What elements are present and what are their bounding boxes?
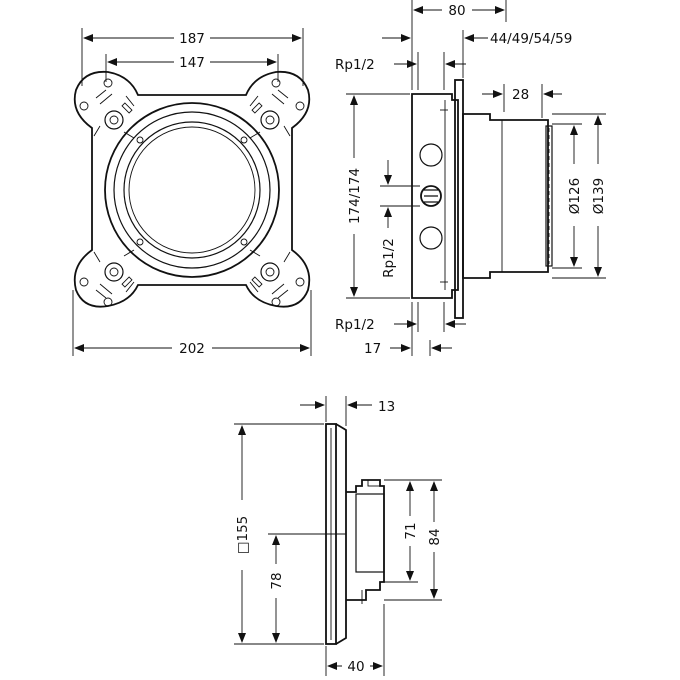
cylinder: [462, 113, 549, 279]
ring-lug: [136, 136, 144, 144]
dim-label-155: □155: [235, 516, 251, 555]
port-center: [420, 185, 442, 207]
trim-side-view: 13 □155 78 71 84 40: [234, 396, 443, 676]
dim-label-202: 202: [179, 341, 205, 357]
dim-label-28: 28: [512, 87, 529, 103]
ring-lug: [240, 238, 248, 246]
dim-label-147: 147: [179, 55, 205, 71]
top-view-mounting-plate: 187 147 202: [72, 28, 312, 357]
side-view-installation-box: 80 44/49/54/59 Rp1/2 28 174/174 Rp1/2: [335, 0, 607, 357]
dim-label-rp-mid: Rp1/2: [381, 238, 397, 278]
inner-ring-2: [128, 126, 256, 254]
dim-label-71: 71: [403, 522, 419, 539]
dim-label-80: 80: [448, 3, 465, 19]
port-bottom: [419, 226, 443, 250]
dim-label-174: 174/174: [347, 168, 363, 224]
dim-label-78: 78: [269, 572, 285, 589]
dim-label-187: 187: [179, 31, 205, 47]
corner-bottom-right: [249, 249, 305, 307]
dim-label-13: 13: [378, 399, 395, 415]
dim-label-139: Ø139: [591, 178, 607, 214]
ring-lug: [240, 136, 248, 144]
ring-lug: [136, 238, 144, 246]
dim-label-44-59: 44/49/54/59: [490, 31, 572, 47]
dim-label-126: Ø126: [567, 178, 583, 214]
corner-top-left: [79, 78, 135, 139]
corner-top-right: [249, 78, 305, 139]
dim-label-rp-top: Rp1/2: [335, 57, 375, 73]
dim-label-17: 17: [364, 341, 381, 357]
middle-ring: [113, 111, 271, 269]
outer-ring: [104, 102, 280, 278]
cartridge: [346, 479, 385, 601]
port-top: [419, 143, 443, 167]
dim-label-84: 84: [427, 528, 443, 545]
plate-outline: [73, 70, 311, 308]
flange-plate: [454, 79, 464, 319]
dim-label-rp-bottom: Rp1/2: [335, 317, 375, 333]
dim-label-40: 40: [347, 659, 364, 675]
corner-bottom-left: [79, 249, 135, 307]
inner-ring: [123, 121, 261, 259]
box-body: [411, 93, 459, 299]
